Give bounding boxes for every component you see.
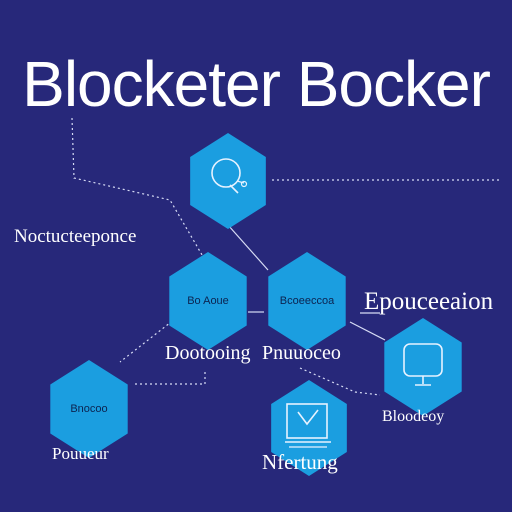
hex-node-left[interactable]: Bnocoo xyxy=(50,360,128,458)
dotted-connector-right-bottom xyxy=(299,367,381,396)
diagram-title: Blocketer Bocker xyxy=(22,48,491,120)
label-right-top: Epouceeaion xyxy=(364,288,494,315)
hex-node-center-right-label: Bcoeeccoa xyxy=(279,295,335,307)
hex-node-center-right[interactable]: Bcoeeccoa xyxy=(268,252,346,350)
label-center-left: Dootooing xyxy=(165,342,251,364)
hex-node-center-left-label: Bo Aoue xyxy=(187,295,229,307)
dotted-connector-left-bottom xyxy=(135,372,206,385)
label-left-top: Noctucteeponce xyxy=(14,226,137,247)
connector-top-to-right xyxy=(227,224,269,271)
dotted-connector-top-left xyxy=(71,117,206,261)
hex-node-bottom[interactable] xyxy=(271,380,347,476)
connector-center-to-right xyxy=(349,321,386,341)
hex-node-center-left[interactable]: Bo Aoue xyxy=(169,252,247,350)
hex-node-right[interactable] xyxy=(384,318,462,416)
label-right-bottom: Bloodeoy xyxy=(382,408,445,425)
monitor-icon xyxy=(403,343,443,386)
checklist-icon xyxy=(285,403,331,448)
label-bottom: Nfertung xyxy=(262,450,338,474)
label-center-right: Pnuuoceo xyxy=(262,342,341,364)
magnifier-icon xyxy=(211,158,248,194)
label-bottom-left: Pouueur xyxy=(52,444,109,463)
hex-node-left-label: Bnocoo xyxy=(70,403,108,415)
